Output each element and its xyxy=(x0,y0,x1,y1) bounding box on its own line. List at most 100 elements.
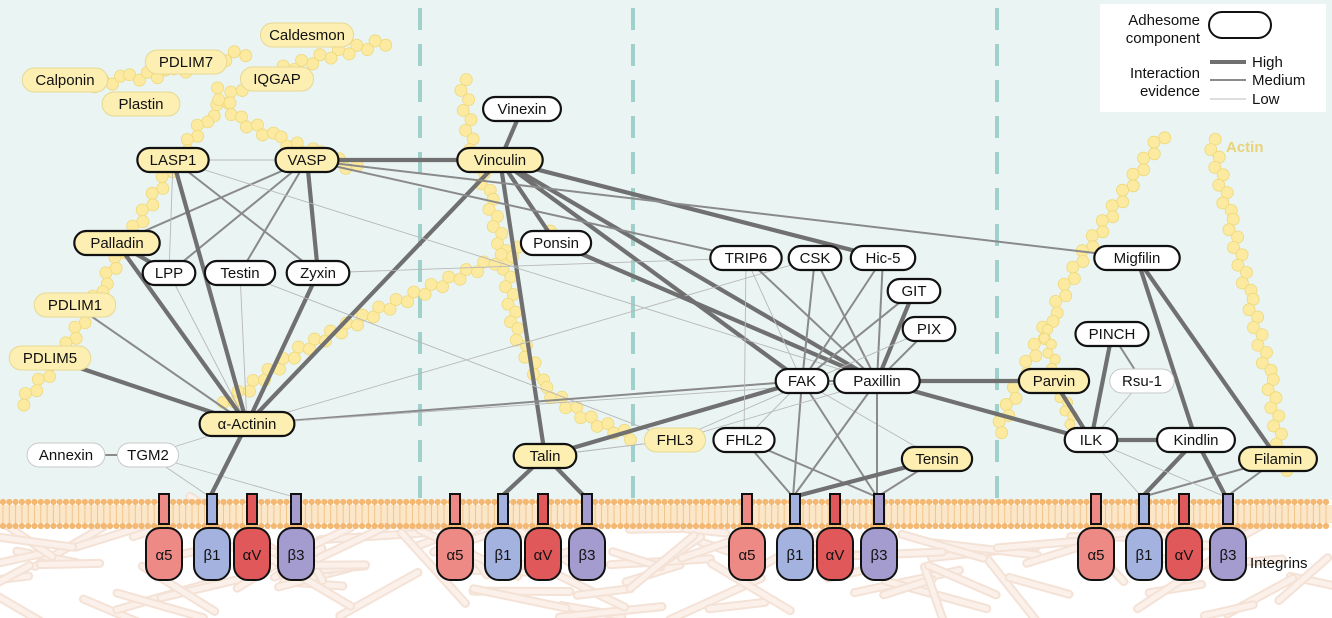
node-git-pill xyxy=(886,277,942,305)
actin-bead xyxy=(30,384,44,398)
ecm-fiber-highlight xyxy=(706,599,768,612)
node-filamin: Filamin xyxy=(1237,445,1318,473)
interaction-edge xyxy=(168,159,174,274)
actin-bead xyxy=(454,83,468,97)
lipid-head xyxy=(976,522,983,530)
lipid-head xyxy=(894,522,901,530)
lipid-head xyxy=(724,498,731,506)
lipid-head xyxy=(957,498,964,506)
node-hic5: Hic-5 xyxy=(849,244,917,272)
lipid-head xyxy=(1058,522,1065,530)
interaction-edge xyxy=(317,257,747,274)
actin-bead xyxy=(31,372,45,386)
actin-bead xyxy=(1076,255,1090,268)
node-palladin: Palladin xyxy=(73,229,161,257)
interaction-edge xyxy=(74,304,248,425)
lipid-head xyxy=(25,522,32,530)
lipid-head xyxy=(510,522,517,530)
lipid-head xyxy=(812,522,819,530)
lipid-head xyxy=(365,498,372,506)
lipid-head xyxy=(1266,498,1273,506)
lipid-head xyxy=(277,498,284,506)
lipid-head xyxy=(50,498,57,506)
integrins-label: Integrins xyxy=(1250,555,1308,572)
actin-bead xyxy=(361,43,374,56)
integrin-beta3-label: β3 xyxy=(871,547,888,564)
lipid-head xyxy=(409,498,416,506)
actin-bead xyxy=(274,130,288,144)
lipid-head xyxy=(907,522,914,530)
lipid-head xyxy=(100,498,107,506)
integrin-beta1-label: β1 xyxy=(787,547,804,564)
integrin-alphaV-head xyxy=(1165,527,1203,581)
lipid-head xyxy=(611,522,618,530)
lipid-head xyxy=(674,498,681,506)
lipid-head xyxy=(1272,522,1279,530)
lipid-head xyxy=(415,522,422,530)
lipid-head xyxy=(818,522,826,530)
lipid-head xyxy=(812,498,819,506)
ecm-fiber-highlight xyxy=(158,574,253,601)
interaction-edge xyxy=(1134,255,1199,443)
node-tensin: Tensin xyxy=(900,445,974,473)
lipid-head xyxy=(989,498,996,506)
actin-bead xyxy=(511,322,525,335)
integrin-beta3-label: β3 xyxy=(288,547,305,564)
lipid-head xyxy=(226,522,233,530)
lipid-head xyxy=(718,498,725,506)
actin-bead xyxy=(372,300,386,314)
lipid-head xyxy=(472,498,479,506)
interaction-edge xyxy=(497,157,805,384)
lipid-head xyxy=(151,498,158,506)
lipid-head xyxy=(188,522,196,530)
lipid-head xyxy=(1322,522,1330,530)
lipid-head xyxy=(434,498,441,506)
lipid-head xyxy=(1121,498,1128,506)
lipid-head xyxy=(1070,498,1078,506)
actin-bead xyxy=(212,93,226,107)
lipid-head xyxy=(170,498,177,506)
integrin-beta3-head xyxy=(860,527,898,581)
integrin-beta1-stem xyxy=(789,493,801,525)
node-vasp-pill xyxy=(274,146,340,174)
lipid-head xyxy=(1159,522,1166,530)
lipid-head xyxy=(0,522,7,530)
node-annexin-pill xyxy=(26,442,106,468)
lipid-head xyxy=(976,498,983,506)
node-rsu1-pill xyxy=(1109,368,1175,394)
lipid-head xyxy=(844,498,851,506)
actin-bead xyxy=(1038,332,1050,344)
actin-bead xyxy=(1212,178,1226,192)
lipid-head xyxy=(629,498,637,506)
integrin-alphaV-label: αV xyxy=(826,547,845,564)
lipid-head xyxy=(1083,498,1090,506)
actin-bead xyxy=(453,272,467,286)
lipid-head xyxy=(428,498,435,506)
actin-bead xyxy=(574,411,588,425)
lipid-head xyxy=(384,498,391,506)
lipid-head xyxy=(755,498,763,506)
node-talin: Talin xyxy=(512,442,578,470)
lipid-head xyxy=(31,522,38,530)
lipid-head xyxy=(396,498,403,506)
ecm-fiber-highlight xyxy=(556,604,665,618)
actin-bead xyxy=(288,351,301,365)
actin-bead xyxy=(1208,160,1222,174)
lipid-head xyxy=(359,498,366,506)
lipid-head xyxy=(1064,498,1071,506)
lipid-head xyxy=(119,498,126,506)
integrin-alphaV-label: αV xyxy=(243,547,262,564)
lipid-head xyxy=(144,498,151,506)
actin-bead xyxy=(1222,223,1236,237)
actin-bead xyxy=(1242,303,1256,317)
lipid-head xyxy=(18,498,25,506)
integrin-alpha5-head xyxy=(1077,527,1115,581)
actin-bead xyxy=(1227,241,1240,254)
lipid-head xyxy=(1165,522,1172,530)
actin-bead xyxy=(1251,338,1265,352)
lipid-head xyxy=(1165,498,1172,506)
node-tgm2: TGM2 xyxy=(116,442,180,468)
lipid-head xyxy=(94,498,101,506)
lipid-head xyxy=(1304,522,1311,530)
node-fhl3-pill xyxy=(643,427,707,453)
